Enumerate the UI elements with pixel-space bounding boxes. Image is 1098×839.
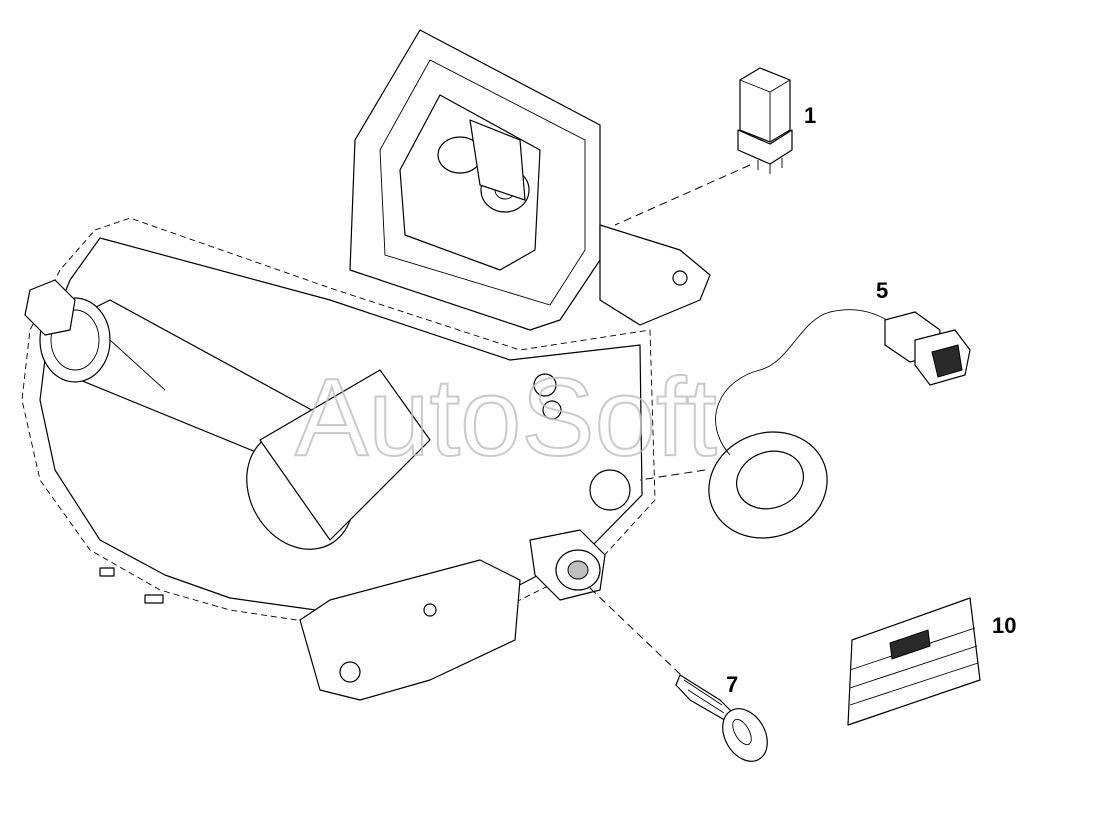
base-plate-outline	[21, 217, 656, 631]
callout-antenna: 5	[876, 278, 888, 303]
callout-key: 7	[726, 672, 738, 697]
harness-connector-face	[931, 344, 963, 378]
hinge-block	[469, 119, 526, 201]
motor-body	[259, 369, 431, 541]
relay-part	[737, 67, 793, 174]
column-tube-bore	[50, 309, 100, 371]
relay-leader-line	[614, 164, 751, 226]
upper-bracket-inner	[379, 59, 586, 306]
steering-lock-assembly	[21, 29, 711, 701]
boss-mid	[542, 400, 562, 420]
key-leader-line	[589, 587, 683, 677]
code-tag-part	[847, 597, 981, 726]
callout-relay: 1	[804, 103, 816, 128]
lower-housing-screw	[423, 603, 437, 617]
column-tube-line	[109, 339, 166, 391]
column-shaft-nut	[24, 279, 76, 336]
watermark-text: AutoSoft	[295, 356, 717, 479]
antenna-leader-line	[639, 469, 706, 481]
relay-body	[739, 67, 791, 143]
boss-lower	[589, 469, 631, 511]
code-tag-card	[847, 597, 981, 726]
boss-upper	[533, 373, 557, 397]
ignition-keyhole	[567, 560, 589, 580]
side-tab-nut	[672, 270, 688, 286]
base-tab-2	[144, 594, 164, 604]
code-tag-logo	[889, 629, 931, 660]
key-ring-hole	[732, 718, 752, 746]
antenna-part	[708, 309, 971, 539]
antenna-ring-inner	[736, 450, 804, 510]
relay-edges	[739, 79, 791, 142]
lower-housing-bolt	[339, 661, 361, 683]
base-tab-1	[99, 567, 115, 577]
key-blade-cuts	[683, 679, 725, 714]
key-head	[722, 708, 768, 762]
relay-base	[737, 129, 793, 165]
antenna-harness-wire	[715, 309, 896, 456]
key-blade	[675, 674, 733, 723]
key-part	[675, 674, 768, 762]
callout-code-tag: 10	[992, 613, 1016, 638]
side-tab	[599, 224, 711, 326]
